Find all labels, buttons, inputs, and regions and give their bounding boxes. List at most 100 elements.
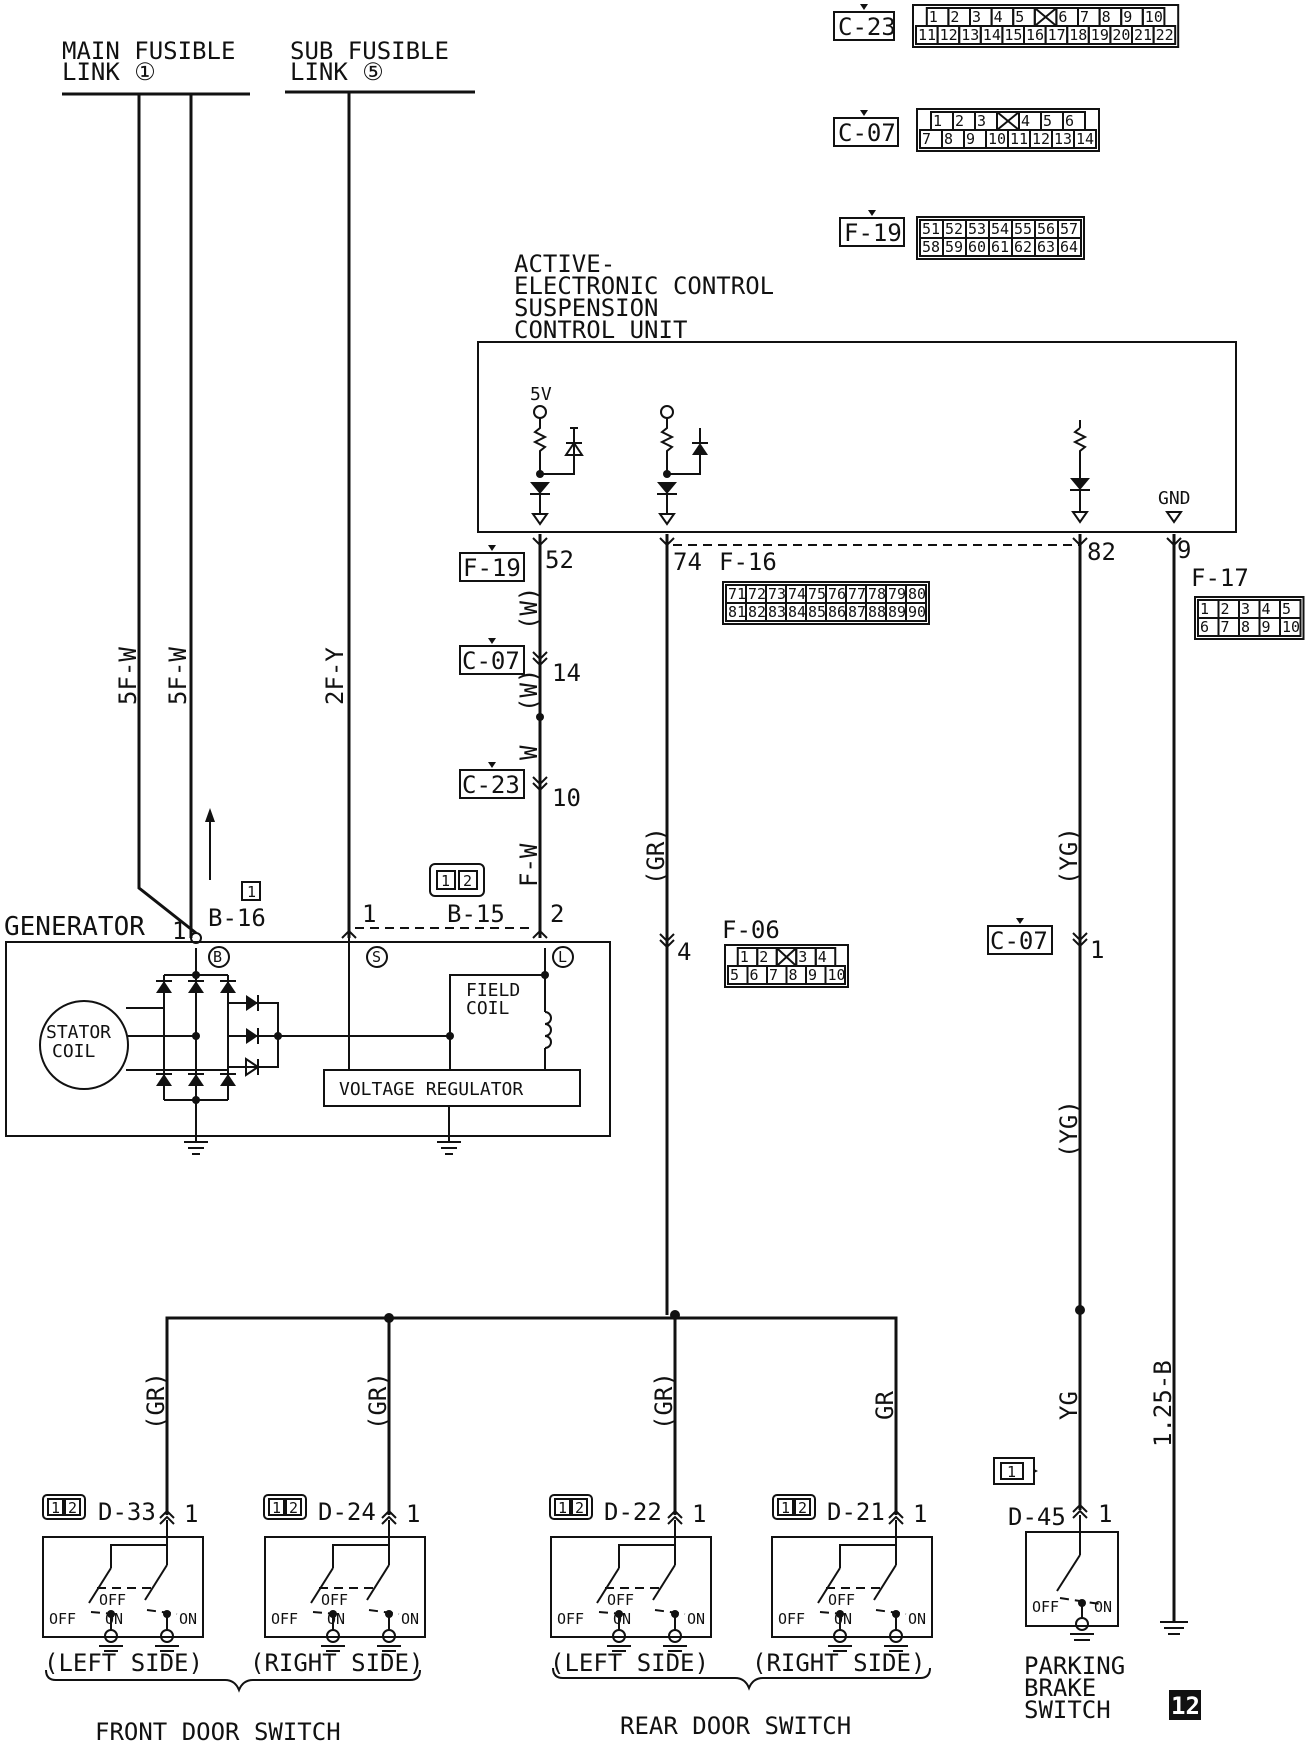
connector-key-icon [860, 110, 868, 116]
pin-number: 14 [1076, 130, 1094, 148]
pin-number: 11 [1010, 130, 1028, 148]
switch-on-label: ON [401, 1610, 419, 1628]
stator-coil-icon [39, 1000, 129, 1090]
pin-number: 52 [945, 220, 963, 238]
switch-pin-label: 1 [913, 1500, 927, 1528]
pin-number: 54 [991, 220, 1009, 238]
pin-number: 86 [828, 603, 846, 621]
pin-number: 3 [1241, 600, 1250, 618]
pullup-resistor-icon [659, 418, 675, 474]
switch-connector-label: D-22 [604, 1498, 662, 1526]
wire-9: 1.25-B [1149, 534, 1188, 1635]
switch-blade-icon [144, 1564, 168, 1601]
c23-pin: 10 [552, 784, 581, 812]
stator-line2: COIL [52, 1041, 96, 1062]
pin-number: 8 [1241, 618, 1250, 636]
d45-icon-label: 1 [1007, 1463, 1016, 1481]
d45-label: D-45 [1008, 1503, 1066, 1531]
b15-pin1: 1 [362, 900, 376, 928]
ground-terminal-icon [382, 1629, 396, 1643]
wire-sub-label: 2F-Y [321, 647, 349, 705]
up-arrow-icon [205, 808, 215, 822]
c07-yg-label: C-07 [990, 927, 1048, 955]
zener-icon [530, 482, 550, 494]
wire-52-label-c: W [515, 745, 543, 760]
pb-off: OFF [1032, 1598, 1059, 1616]
stator-line1: STATOR [46, 1022, 111, 1043]
connector-key-icon [1016, 918, 1024, 924]
pin-arrow-icon [659, 939, 675, 949]
f19-tag [459, 552, 525, 582]
wire-52-label-b: (W) [515, 669, 543, 712]
switch-off-label: OFF [271, 1610, 298, 1628]
pin-number: 5 [1015, 8, 1024, 26]
control-unit-title-2: ELECTRONIC CONTROL [514, 272, 774, 300]
pin-number: 7 [922, 130, 931, 148]
switch-side-label: (LEFT SIDE) [550, 1649, 709, 1677]
field-coil-line2: COIL [466, 998, 510, 1019]
c23-tag [459, 769, 525, 799]
pin-number: 10 [828, 966, 846, 984]
connector-icon-cell [47, 1498, 64, 1516]
pin-number: 7 [1221, 618, 1230, 636]
page-number: 12 [1169, 1690, 1201, 1720]
splice-dot [1075, 1305, 1085, 1315]
wire-d22-label: (GR) [650, 1372, 678, 1430]
front-door-switch-group: FRONT DOOR SWITCH [45, 1669, 421, 1744]
pin-arrow-icon [659, 933, 675, 943]
connector-icon-cell [794, 1498, 811, 1516]
legend-f16-label: F-16 [719, 548, 777, 576]
pin-number: 17 [1048, 26, 1066, 44]
control-unit-box [477, 341, 1237, 533]
zener-icon [657, 482, 677, 494]
connector-key-icon [1034, 1469, 1038, 1473]
sub-fusible-link-line1: SUB FUSIBLE [290, 37, 449, 65]
rear-door-switch-title: REAR DOOR SWITCH [620, 1712, 851, 1740]
field-coil-line1: FIELD [466, 980, 520, 1001]
switch-off-label: OFF [321, 1591, 348, 1609]
parking-brake-switch: 1 D-45 1 OFF ON PARKING BRAKE SWITCH [993, 1457, 1125, 1724]
c07-yg-pin: 1 [1090, 936, 1104, 964]
switch-lead [839, 1544, 896, 1568]
rectifier-diode-icon [156, 1074, 172, 1086]
pin-cell [1073, 129, 1097, 149]
legend-c23-tag [833, 11, 895, 41]
diode-icon [246, 995, 258, 1011]
pin-arrow-icon [159, 1509, 175, 1519]
rectifier-diode-icon [156, 981, 172, 993]
switch-blade-icon [310, 1567, 334, 1604]
pin-number: 10 [1145, 8, 1163, 26]
ground-icon [437, 1136, 461, 1155]
b15-icon-2: 2 [463, 872, 472, 890]
b16-pin: 1 [172, 917, 186, 945]
connector-icon-pin: 2 [289, 1499, 298, 1517]
switch-body [42, 1536, 204, 1638]
switch-pin-label: 1 [692, 1500, 706, 1528]
parking-brake-box [1025, 1531, 1119, 1627]
pin-arrow-icon [381, 1509, 397, 1519]
main-fusible-link-line1: MAIN FUSIBLE [62, 37, 235, 65]
pin-number: 56 [1037, 220, 1055, 238]
door-bus-line [165, 1316, 898, 1515]
rear-door-switch-group: REAR DOOR SWITCH [552, 1667, 931, 1740]
c07-yg-tag [987, 925, 1053, 955]
pin-number: 2 [1221, 600, 1230, 618]
splice-dot [384, 1313, 394, 1323]
cu-gnd-label: GND [1158, 488, 1191, 509]
connector-key-icon [488, 762, 496, 768]
pin-number: 73 [768, 585, 786, 603]
pin-arrow-icon [1166, 537, 1182, 547]
pin-number: 85 [808, 603, 826, 621]
field-coil: FIELD COIL [449, 948, 552, 1070]
ground-terminal-icon [889, 1629, 903, 1643]
ground-terminal-icon [1165, 511, 1183, 524]
switch-blade-icon [88, 1567, 112, 1604]
wire-82-label-b: (YG) [1055, 1100, 1083, 1158]
control-unit-title-4: CONTROL UNIT [514, 316, 687, 344]
pin-number: 13 [1054, 130, 1072, 148]
control-unit: ACTIVE- ELECTRONIC CONTROL SUSPENSION CO… [477, 250, 1237, 576]
b16-mark-box [241, 881, 261, 901]
pin-number: 8 [1102, 8, 1111, 26]
